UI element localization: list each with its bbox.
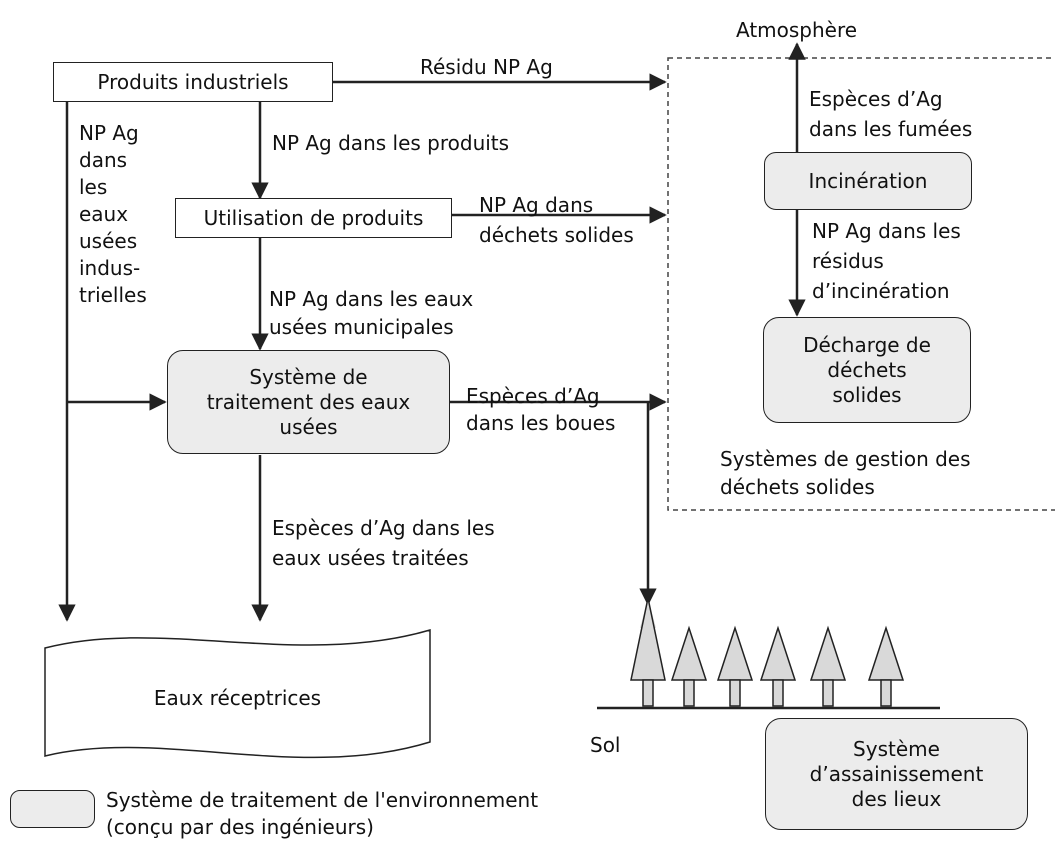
tree-icon <box>759 625 797 707</box>
incineration-box: Incinération <box>764 152 972 210</box>
tree-icon <box>809 625 847 707</box>
sludge-label: Espèces d’Ag dans les boues <box>466 384 616 435</box>
industrial-wastewater-label: NP Ag dans les eaux usées indus- trielle… <box>79 121 147 307</box>
wastewater-treatment-box: Système de traitement des eaux usées <box>167 350 450 454</box>
incineration-residue-label: NP Ag dans les résidus d’incinération <box>812 219 961 303</box>
tree-icon <box>716 625 754 707</box>
receiving-waters-shape <box>44 629 431 759</box>
solid-waste-management-label: Systèmes de gestion des déchets solides <box>720 447 971 499</box>
municipal-wastewater-label: NP Ag dans les eaux usées municipales <box>269 287 474 339</box>
receiving-waters-label: Eaux réceptrices <box>153 686 322 710</box>
tree-icon <box>670 625 708 707</box>
tree-icon <box>630 597 666 707</box>
product-use-box: Utilisation de produits <box>175 198 452 238</box>
soil-label: Sol <box>590 733 621 757</box>
tree-icon <box>867 625 905 707</box>
legend-text: Système de traitement de l'environnement… <box>106 788 539 839</box>
solid-waste-management-region <box>667 57 1055 511</box>
residue-label: Résidu NP Ag <box>420 55 553 79</box>
treated-wastewater-label: Espèces d’Ag dans les eaux usées traitée… <box>272 516 495 570</box>
landfill-box: Décharge de déchets solides <box>763 317 971 423</box>
solid-waste-label: NP Ag dans déchets solides <box>479 193 634 247</box>
atmosphere-label: Atmosphère <box>736 18 858 42</box>
trees <box>630 597 905 707</box>
legend-swatch <box>10 790 95 828</box>
np-in-products-label: NP Ag dans les produits <box>272 131 510 155</box>
remediation-box: Système d’assainissement des lieux <box>765 718 1028 830</box>
fumes-label: Espèces d’Ag dans les fumées <box>809 87 973 141</box>
industrial-products-box: Produits industriels <box>53 62 333 102</box>
